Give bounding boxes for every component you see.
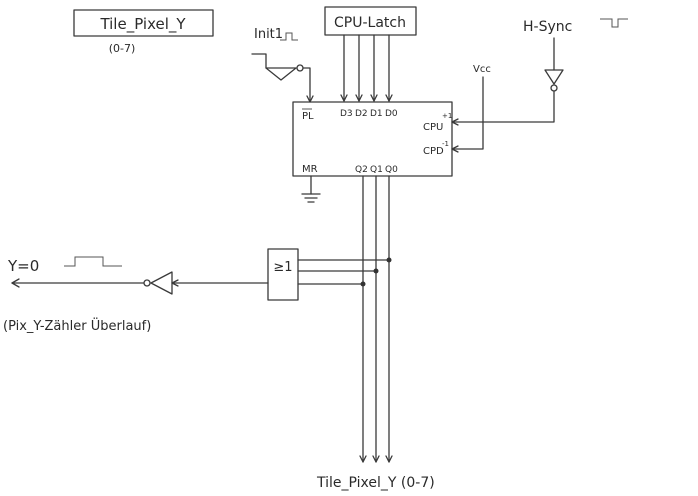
cpu-latch-box [324,6,417,36]
pin-d2: D2 [355,109,368,119]
q-output-bus [359,175,393,463]
pin-d3: D3 [340,109,353,119]
hsync-label: H-Sync [523,19,572,35]
overflow-note: (Pix_Y-Zähler Überlauf) [3,317,151,334]
cpu-latch-label: CPU-Latch [334,15,406,31]
init1-label: Init1 [254,27,283,42]
init1-inverter [265,67,297,81]
pin-mr: MR [302,164,318,175]
hsync-to-cpu-wire [451,90,555,123]
hsync-inverter-bubble [550,84,558,92]
pin-q0: Q0 [385,165,398,175]
y0-arrow-icon [11,278,20,288]
vcc-label: Vcc [473,64,491,75]
ground-icon [301,175,321,203]
y0-inverter [150,271,173,295]
y0-label: Y=0 [7,257,39,275]
pin-pl: PL [302,111,314,122]
pin-q1: Q1 [370,165,383,175]
pin-plus1: +1 [442,112,452,120]
pin-q2: Q2 [355,165,368,175]
or-input-taps [297,257,392,287]
y0-pulse-icon [64,256,122,267]
or-gate [267,248,299,301]
or-gate-label: ≥1 [273,260,292,275]
vcc-to-cpd-wire [451,76,484,150]
pin-d0: D0 [385,109,398,119]
latch-data-lines [340,34,393,102]
pin-cpd: CPD [423,146,444,157]
title-box [73,9,214,37]
init1-wire [251,53,267,69]
init1-inverter-bubble [296,64,304,72]
pin-d1: D1 [370,109,383,119]
hsync-pulse-icon [600,18,628,28]
hsync-inverter [544,69,564,85]
title-box-label: Tile_Pixel_Y [99,15,186,34]
counter-chip [292,101,453,177]
pin-cpu: CPU [423,122,443,133]
init1-pulse-icon [280,32,298,41]
title-range: (0-7) [109,42,136,55]
output-bus-label: Tile_Pixel_Y (0-7) [316,475,435,491]
y0-inverter-bubble [143,279,151,287]
init1-to-pl-wire [302,67,311,102]
pin-minus1: -1 [442,140,449,148]
